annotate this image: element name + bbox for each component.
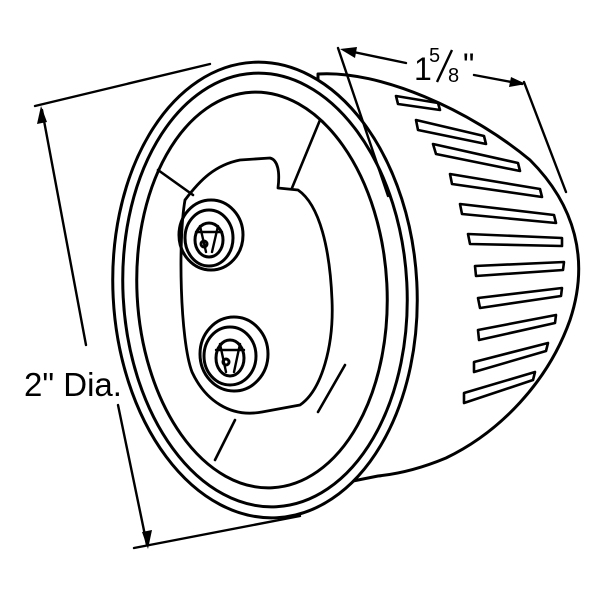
depth-label: 1 5 8 ": [414, 45, 474, 87]
arrowhead-diameter-bottom: [142, 530, 152, 549]
lens-face: [135, 90, 389, 490]
arrowhead-depth-left: [340, 47, 357, 58]
housing-fins: [394, 94, 566, 405]
depth-label-numerator: 5: [429, 45, 440, 67]
reflector-divisions: [156, 118, 347, 462]
depth-extension-left: [336, 46, 390, 198]
led-lower: [198, 315, 270, 393]
circuit-plate: [179, 156, 334, 415]
diameter-dimension-line-upper: [40, 108, 88, 347]
depth-label-whole: 1: [414, 51, 432, 87]
arrowhead-diameter-top: [37, 106, 47, 124]
diameter-label: 2" Dia.: [24, 366, 122, 403]
led-upper: [177, 198, 245, 272]
diameter-dimension-line-lower: [116, 403, 149, 547]
diameter-extension-bottom: [132, 514, 302, 550]
depth-label-unit: ": [463, 47, 474, 83]
arrowhead-depth-right: [509, 77, 526, 87]
diameter-extension-top: [33, 62, 212, 108]
bezel-ring-inner-edge: [121, 71, 409, 509]
depth-label-fraction-slash: [435, 49, 454, 83]
outer-bezel-ring: [111, 60, 419, 520]
depth-extension-right: [522, 80, 568, 194]
depth-label-denominator: 8: [448, 65, 459, 87]
